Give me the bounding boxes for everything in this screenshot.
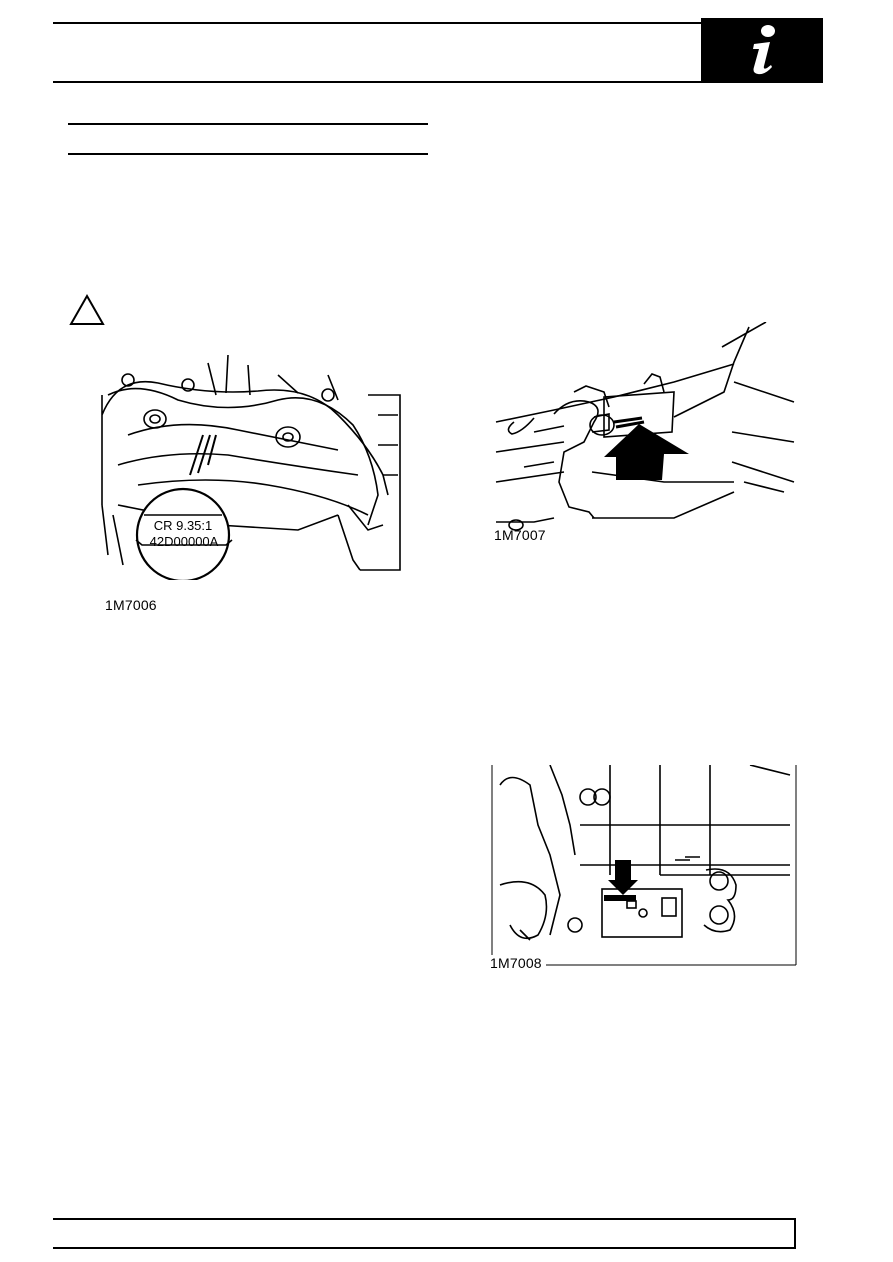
info-badge [701, 18, 823, 82]
exhaust-manifold-illustration [101, 355, 401, 580]
footer-right-rule [794, 1218, 796, 1249]
footer-top-rule [53, 1218, 796, 1220]
title-rule-top [68, 123, 428, 125]
gearbox-plate-location-illustration [491, 765, 797, 966]
header-bottom-rule [53, 81, 823, 83]
compression-ratio-label: CR 9.35:1 [153, 518, 213, 533]
gearbox-number-location-illustration [495, 322, 795, 531]
title-rule-bottom [68, 153, 428, 155]
warning-triangle-icon [69, 293, 105, 325]
footer-bottom-rule [53, 1247, 796, 1249]
figure-caption: 1M7007 [494, 527, 546, 543]
header-top-rule [53, 22, 823, 24]
info-icon [753, 25, 775, 75]
figure-caption: 1M7008 [490, 955, 546, 971]
figure-caption: 1M7006 [105, 597, 157, 613]
engine-serial-label: 42D00000A [149, 534, 219, 549]
